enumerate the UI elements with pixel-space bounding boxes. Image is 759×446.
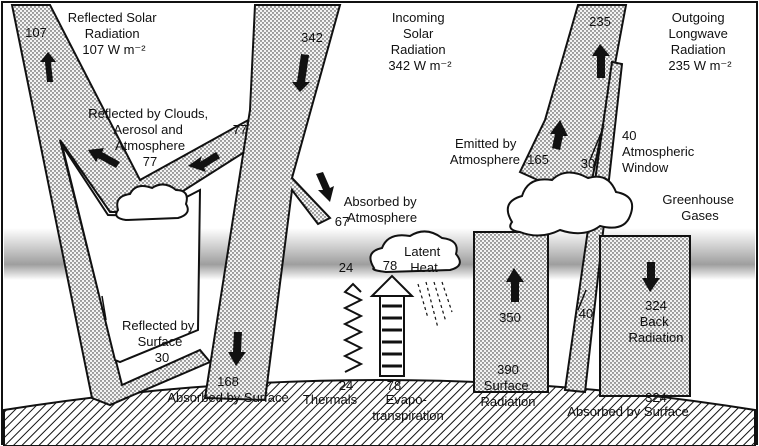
evapotranspiration-arrow [369, 274, 415, 377]
label-incoming-solar: Incoming Solar Radiation 342 W m⁻² [388, 10, 452, 73]
arrow-thin-window-low [577, 289, 587, 311]
arrow-absorbed-surface [228, 332, 246, 366]
value-latent-heat: 78 [383, 258, 397, 273]
value-emitted-atmosphere: 165 [527, 152, 549, 167]
arrow-incoming-down [292, 54, 310, 92]
cloud-left [115, 183, 189, 222]
label-back-radiation: Back Radiation [629, 314, 684, 345]
label-absorbed-atmosphere: Absorbed by Atmosphere [344, 194, 421, 225]
value-window-lower: 40 [579, 306, 593, 321]
arrow-thin-reflect [101, 295, 107, 321]
label-thermals: Thermals [303, 392, 358, 407]
label-reflected-solar: Reflected Solar Radiation 107 W m⁻² [68, 10, 161, 57]
label-outgoing-longwave: Outgoing Longwave Radiation 235 W m⁻² [668, 10, 732, 73]
value-back-radiation-absorbed: 324 [645, 390, 667, 405]
label-latent-heat: Latent Heat [404, 244, 444, 275]
value-evapo-bottom: 78 [387, 378, 401, 393]
arrow-thin-window-high [589, 125, 605, 161]
label-greenhouse: Greenhouse Gases [662, 192, 737, 223]
value-reflected-clouds-b: 77 [143, 154, 157, 169]
arrow-back-rad-down [642, 262, 660, 292]
incoming-solar-band [203, 4, 342, 402]
arrow-outgoing-up [592, 44, 610, 78]
value-incoming: 342 [301, 30, 323, 45]
reflected-inner-space [61, 144, 202, 364]
arrow-emitted-atmo [550, 120, 568, 150]
value-absorbed-surface: 168 [217, 374, 239, 389]
value-thermals-top: 24 [339, 260, 353, 275]
back-radiation-band [599, 235, 691, 397]
label-evapotranspiration: Evapo- transpiration [372, 392, 444, 423]
arrow-surface-rad-up [506, 268, 524, 302]
arrow-absorbed-atmo [316, 172, 334, 202]
value-surface-radiation-inner: 350 [499, 310, 521, 325]
value-outgoing: 235 [589, 14, 611, 29]
value-thermals-bottom: 24 [339, 378, 353, 393]
label-reflected-surface: Reflected by Surface [122, 318, 198, 349]
value-reflected-surface: 30 [155, 350, 169, 365]
label-absorbed-surface-right: Absorbed by Surface [567, 404, 688, 419]
value-surface-radiation-total: 390 [497, 362, 519, 377]
thermals-arrow [342, 282, 364, 373]
label-emitted-atmosphere: Emitted by Atmosphere [450, 136, 520, 167]
value-absorbed-atmosphere: 67 [335, 214, 349, 229]
rain-lines [417, 281, 453, 329]
arrow-reflected-up [40, 52, 56, 82]
label-atmospheric-window: 40 Atmospheric Window [622, 128, 698, 175]
value-window-inner: 30 [581, 156, 595, 171]
arrow-cloud-reflect-in [188, 152, 220, 172]
arrow-cloud-reflect-left [88, 148, 120, 168]
value-back-radiation: 324 [645, 298, 667, 313]
cloud-greenhouse [506, 171, 634, 237]
label-surface-radiation: Surface Radiation [481, 378, 536, 409]
cloud-latent [369, 230, 461, 274]
value-reflected-total: 107 [25, 25, 47, 40]
value-reflected-clouds-a: 77 [233, 122, 247, 137]
label-absorbed-surface-left: Absorbed by Surface [167, 390, 288, 405]
label-reflected-clouds: Reflected by Clouds, Aerosol and Atmosph… [88, 106, 212, 153]
